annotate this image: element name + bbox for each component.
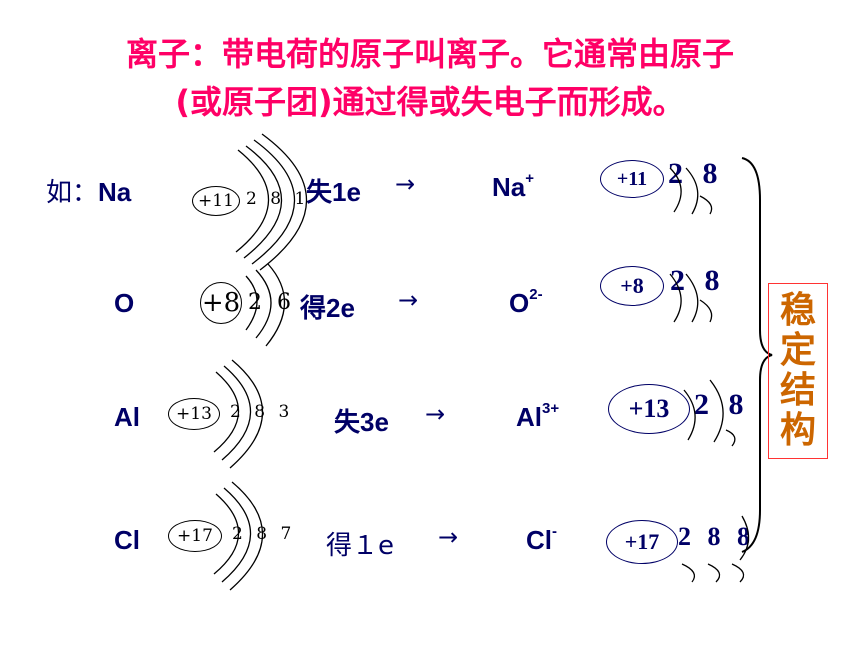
atom-shells-na: 2 8 1 <box>246 189 310 209</box>
atom-symbol-o: O <box>114 288 135 318</box>
arrow-icon: → <box>425 400 446 428</box>
atom-nucleus-al: +13 <box>168 398 220 430</box>
ion-symbol-text: O <box>509 288 530 318</box>
definition-line-2: (或原子团)通过得或失电子而形成。 <box>175 83 685 121</box>
atom-shells-al: 2 8 3 <box>230 402 294 422</box>
ion-charge: - <box>552 523 557 540</box>
ion-nucleus-al: +13 <box>608 384 690 434</box>
ion-symbol-cl: Cl- <box>526 523 557 556</box>
atom-symbol-al: Al <box>114 402 140 432</box>
ion-symbol-text: Al <box>516 402 542 432</box>
ion-symbol-text: Na <box>492 172 526 202</box>
ion-charge: + <box>525 170 535 187</box>
stable-char-2: 定 <box>779 330 816 371</box>
ion-charge: 3+ <box>542 400 560 417</box>
ion-shells-na: 2 8 <box>668 157 724 190</box>
stable-char-3: 结 <box>779 370 816 411</box>
ion-shells-o: 2 8 <box>670 264 726 297</box>
ion-nucleus-cl: +17 <box>606 520 678 564</box>
stable-char-4: 构 <box>779 410 816 451</box>
change-text: 得2e <box>300 293 355 323</box>
atom-symbol-na: Na <box>98 177 132 207</box>
ion-nucleus-na: +11 <box>600 160 664 198</box>
stable-char-1: 稳 <box>779 290 816 331</box>
arrow-icon: → <box>438 523 459 551</box>
atom-nucleus-cl: +17 <box>168 520 222 552</box>
change-text: 得１e <box>326 531 394 561</box>
electron-change-o: 得2e <box>300 288 355 325</box>
stable-structure-label: 稳 定 结 构 <box>768 283 828 459</box>
atom-shells-cl: 2 8 7 <box>232 524 296 544</box>
atom-nucleus-na: +11 <box>192 186 240 216</box>
atom-symbol-cl: Cl <box>114 525 140 555</box>
ion-symbol-text: Cl <box>526 525 552 555</box>
ion-symbol-o: O2- <box>509 286 543 319</box>
example-prefix: 如：Na <box>46 172 131 209</box>
electron-change-cl: 得１e <box>326 525 394 562</box>
ion-symbol-al: Al3+ <box>516 400 560 433</box>
ion-symbol-na: Na+ <box>492 170 535 203</box>
arrow-icon: → <box>395 170 416 198</box>
definition-line-1: 离子：带电荷的原子叫离子。它通常由原子 <box>125 35 734 73</box>
change-text: 失3e <box>334 407 389 437</box>
atom-nucleus-o: +8 <box>200 282 242 324</box>
arrow-icon: → <box>398 286 419 314</box>
prefix-text: 如： <box>46 178 99 208</box>
ion-shells-cl: 2 8 8 <box>678 522 755 551</box>
electron-change-na: 失1e <box>306 172 361 209</box>
change-text: 失1e <box>306 177 361 207</box>
electron-change-al: 失3e <box>334 402 389 439</box>
ion-nucleus-o: +8 <box>600 266 664 306</box>
ion-charge: 2- <box>529 286 543 303</box>
